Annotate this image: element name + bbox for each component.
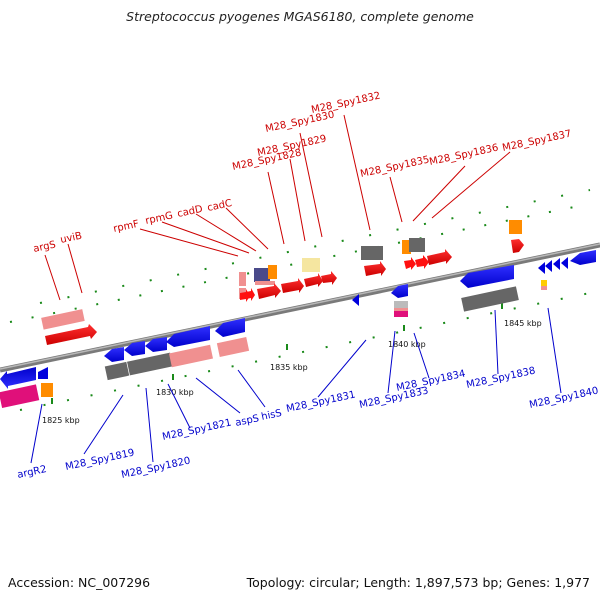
gene-arrow[interactable] — [415, 255, 429, 269]
gene-arrow[interactable] — [215, 318, 245, 337]
top-gene-labels: argS uviB rpmF rpmG cadD cadC M28_Spy182… — [32, 91, 572, 255]
gene-box[interactable] — [394, 311, 408, 317]
gene-label-cadC[interactable]: cadC — [206, 198, 233, 214]
gene-box[interactable] — [254, 268, 270, 282]
gene-label-rpmF[interactable]: rpmF — [112, 219, 140, 235]
gene-arrow[interactable] — [104, 347, 124, 362]
gene-arrow[interactable] — [246, 288, 255, 301]
tick-label-1830: 1830 kbp — [156, 388, 194, 397]
gene-box[interactable] — [216, 337, 250, 357]
gene-label-aspS[interactable]: aspS — [234, 413, 260, 429]
gene-arrow[interactable] — [304, 273, 323, 287]
gene-box[interactable] — [541, 280, 547, 286]
forward-genes[interactable] — [41, 220, 524, 345]
gene-label-m28-spy1840[interactable]: M28_Spy1840 — [528, 386, 599, 411]
gene-arrow[interactable] — [511, 239, 524, 253]
tick-label-1825: 1825 kbp — [42, 416, 80, 425]
gene-box[interactable] — [41, 383, 53, 397]
gene-label-m28-spy1832[interactable]: M28_Spy1832 — [310, 91, 381, 116]
gene-arrow[interactable] — [570, 250, 596, 265]
guide-track-upper — [39, 189, 591, 304]
gene-arrow[interactable] — [166, 326, 210, 347]
map-title: Streptococcus pyogenes MGAS6180, complet… — [126, 9, 474, 24]
gene-box[interactable] — [127, 352, 173, 376]
gene-box[interactable] — [104, 361, 130, 381]
gene-label-m28-spy1821[interactable]: M28_Spy1821 — [161, 418, 232, 443]
gene-arrow[interactable] — [38, 367, 48, 379]
gene-arrow[interactable] — [545, 260, 552, 272]
gene-arrow[interactable] — [321, 271, 337, 285]
gene-label-hisS[interactable]: hisS — [260, 408, 283, 423]
gene-label-argS[interactable]: argS — [32, 239, 57, 254]
gene-arrow[interactable] — [364, 261, 386, 276]
gene-box[interactable] — [509, 220, 522, 234]
gene-box[interactable] — [169, 344, 213, 368]
bottom-leader-lines — [30, 307, 562, 464]
tick-label-1840: 1840 kbp — [388, 340, 426, 349]
accession-label: Accession: NC_007296 — [8, 575, 151, 590]
gene-arrow[interactable] — [257, 283, 281, 299]
tick-label-1845: 1845 kbp — [504, 319, 542, 328]
gene-box[interactable] — [394, 308, 408, 311]
guide-track-lower — [19, 292, 591, 411]
gene-arrow[interactable] — [281, 278, 304, 293]
gene-box[interactable] — [361, 246, 383, 260]
gene-arrow[interactable] — [145, 337, 167, 352]
gene-box[interactable] — [239, 272, 246, 286]
gene-label-m28-spy1830[interactable]: M28_Spy1830 — [264, 110, 335, 135]
gene-box[interactable] — [255, 281, 275, 285]
gene-label-m28-spy1836[interactable]: M28_Spy1836 — [428, 143, 499, 168]
gene-label-m28-spy1838[interactable]: M28_Spy1838 — [465, 366, 536, 391]
gene-label-m28-spy1837[interactable]: M28_Spy1837 — [501, 129, 572, 154]
gene-box[interactable] — [409, 238, 425, 252]
genome-backbone — [0, 242, 600, 373]
gene-box[interactable] — [302, 258, 320, 272]
gene-box[interactable] — [268, 265, 277, 279]
gene-box[interactable] — [402, 240, 411, 254]
gene-arrow[interactable] — [124, 341, 145, 356]
gene-box[interactable] — [541, 286, 547, 290]
gene-arrow[interactable] — [352, 294, 359, 306]
gene-label-m28-spy1834[interactable]: M28_Spy1834 — [395, 369, 466, 394]
gene-label-uviB[interactable]: uviB — [59, 231, 83, 246]
gene-arrow[interactable] — [391, 284, 408, 298]
gene-arrow[interactable] — [538, 262, 545, 274]
gene-box[interactable] — [41, 309, 85, 330]
tick-label-1835: 1835 kbp — [270, 363, 308, 372]
gene-label-m28-spy1820[interactable]: M28_Spy1820 — [120, 456, 191, 481]
gene-arrow[interactable] — [553, 258, 560, 270]
scale-ticks — [51, 303, 503, 404]
top-leader-lines — [44, 114, 511, 301]
gene-arrow[interactable] — [427, 249, 452, 265]
gene-label-argR2[interactable]: argR2 — [16, 464, 47, 481]
gene-arrow[interactable] — [45, 324, 97, 345]
gene-box[interactable] — [0, 384, 40, 408]
gene-label-m28-spy1835[interactable]: M28_Spy1835 — [359, 155, 430, 180]
gene-arrow[interactable] — [0, 367, 36, 389]
gene-box[interactable] — [394, 301, 408, 308]
reverse-genes[interactable] — [0, 250, 596, 408]
gene-box[interactable] — [461, 286, 519, 312]
gene-label-cadD[interactable]: cadD — [176, 204, 204, 220]
gene-arrow[interactable] — [561, 257, 568, 269]
gene-arrow[interactable] — [404, 257, 416, 270]
gene-arrow[interactable] — [460, 265, 514, 288]
genome-summary: Topology: circular; Length: 1,897,573 bp… — [246, 575, 590, 590]
